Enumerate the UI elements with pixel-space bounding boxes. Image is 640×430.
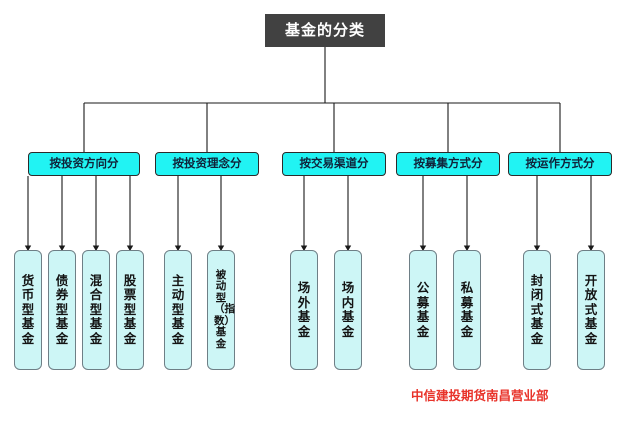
watermark-text: 中信建投期货南昌营业部 [411,388,549,403]
leaf-box[interactable]: 场内基金 [334,250,362,370]
diagram-title-label: 基金的分类 [284,21,365,39]
leaf-label: 货币型基金 [21,272,35,346]
leaf-box[interactable]: 开放式基金 [577,250,605,370]
leaf-box[interactable]: 股票型基金 [116,250,144,370]
category-label: 按交易渠道分 [299,156,369,171]
leaf-label: 开放式基金 [584,272,598,346]
leaf-label: 场外基金 [297,280,311,339]
leaf-box[interactable]: 货币型基金 [14,250,42,370]
category-box[interactable]: 按运作方式分 [508,152,612,176]
category-box[interactable]: 按交易渠道分 [282,152,386,176]
category-label: 按投资方向分 [49,156,119,171]
leaf-box[interactable]: 封闭式基金 [523,250,551,370]
leaf-label: 私募基金 [460,280,474,339]
leaf-label: 债券型基金 [55,272,69,346]
category-box[interactable]: 按投资理念分 [155,152,259,176]
leaf-box[interactable]: 混合型基金 [82,250,110,370]
category-label: 按投资理念分 [172,156,242,171]
leaf-box[interactable]: 主动型基金 [164,250,192,370]
category-label: 按运作方式分 [525,156,595,171]
leaf-box[interactable]: 被动型（指数）基金 [207,250,235,370]
leaf-label: 场内基金 [341,280,355,339]
category-box[interactable]: 按投资方向分 [28,152,140,176]
leaf-label: 混合型基金 [89,272,103,346]
leaf-box[interactable]: 公募基金 [409,250,437,370]
leaf-label: 公募基金 [416,280,430,339]
leaf-box[interactable]: 私募基金 [453,250,481,370]
leaf-label: 被动型（指数）基金 [214,268,235,350]
diagram-title-box: 基金的分类 [265,14,385,47]
leaf-box[interactable]: 债券型基金 [48,250,76,370]
leaf-label: 主动型基金 [171,272,185,346]
leaf-label: 封闭式基金 [530,272,544,346]
leaf-label: 股票型基金 [123,272,137,346]
leaf-box[interactable]: 场外基金 [290,250,318,370]
category-box[interactable]: 按募集方式分 [396,152,500,176]
category-label: 按募集方式分 [413,156,483,171]
